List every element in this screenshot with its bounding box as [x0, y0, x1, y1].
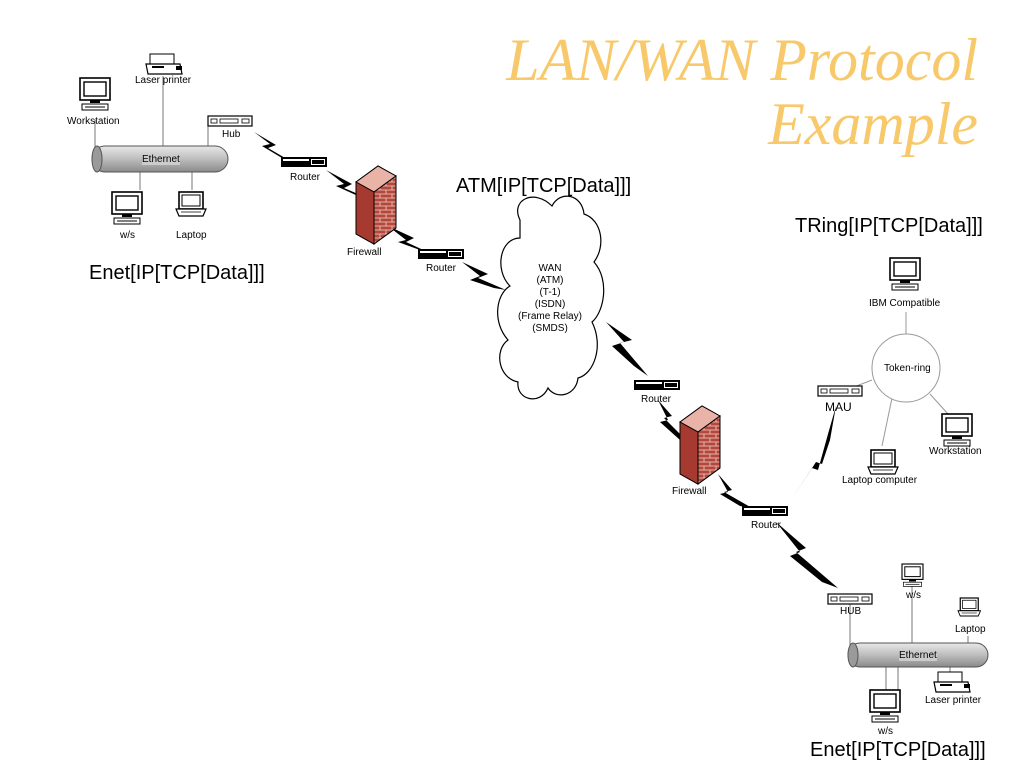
wan-label: WAN: [538, 263, 562, 274]
wan-label: (ATM): [536, 275, 564, 286]
encapsulation-label-atm: ATM[IP[TCP[Data]]]: [456, 175, 632, 197]
link-wan-router3: [606, 322, 648, 376]
workstation-label: Workstation: [67, 116, 120, 127]
page-title-line2: Example: [768, 91, 978, 157]
ibm-compatible-label: IBM Compatible: [869, 298, 941, 309]
encapsulation-label-token-ring: TRing[IP[TCP[Data]]]: [795, 215, 983, 237]
wan-cloud: [497, 195, 605, 400]
workstation-icon: [901, 563, 924, 587]
ws-label: w/s: [120, 230, 135, 241]
firewall-icon: [355, 165, 397, 245]
mau-icon: [817, 385, 863, 397]
encapsulation-label-top-left: Enet[IP[TCP[Data]]]: [89, 262, 265, 284]
wan-label: (Frame Relay): [518, 311, 582, 322]
router-label: Router: [290, 172, 321, 183]
page-title: LAN/WAN Protocol: [506, 27, 978, 93]
laptop-icon: [867, 449, 899, 475]
ibm-compatible-icon: [889, 257, 921, 291]
workstation-icon: [869, 689, 901, 723]
wan-label: (SMDS): [532, 323, 568, 334]
workstation-icon: [79, 77, 111, 111]
hub-icon: [827, 593, 873, 605]
wan-label: (T-1): [539, 287, 561, 298]
laser-printer-label: Laser printer: [135, 75, 192, 86]
workstation-label: Workstation: [929, 446, 982, 457]
laptop-computer-label: Laptop computer: [842, 475, 918, 486]
workstation-icon: [111, 191, 143, 225]
firewall-label: Firewall: [347, 247, 382, 258]
encapsulation-label-bottom-right: Enet[IP[TCP[Data]]]: [810, 739, 986, 761]
firewall-icon: [679, 405, 721, 485]
printer-icon: [145, 53, 183, 75]
wan-label: (ISDN): [534, 299, 566, 310]
link-firewall2-router4: [718, 474, 752, 508]
ethernet-label: Ethernet: [142, 154, 180, 165]
lightning-links: [254, 132, 838, 588]
link-router3-firewall2: [658, 400, 692, 446]
hub-icon: [207, 115, 253, 127]
link-router2-wan: [462, 262, 506, 290]
hub-label: Hub: [222, 129, 241, 140]
router-icon: [418, 249, 464, 259]
link-router4-hub: [776, 522, 838, 588]
ws-label: w/s: [878, 726, 893, 737]
link-router1-firewall1: [326, 170, 372, 200]
token-ring-label: Token-ring: [884, 363, 931, 374]
printer-icon: [933, 671, 971, 693]
router-label: Router: [641, 394, 672, 405]
router-label: Router: [751, 520, 782, 531]
link-firewall1-router2: [388, 226, 432, 254]
mau-label: MAU: [825, 400, 852, 414]
link-router4-mau: [790, 406, 836, 502]
router-icon: [281, 157, 327, 167]
hub-label: HUB: [840, 606, 862, 617]
laser-printer-label: Laser printer: [925, 695, 982, 706]
laptop-label: Laptop: [955, 624, 986, 635]
token-ring-network: [817, 257, 973, 475]
workstation-icon: [941, 413, 973, 447]
router-icon: [634, 380, 680, 390]
laptop-icon: [175, 191, 207, 217]
firewall-label: Firewall: [672, 486, 707, 497]
laptop-icon: [957, 597, 982, 617]
token-ring-circle: [871, 333, 941, 403]
ethernet-label: Ethernet: [899, 650, 937, 661]
router-label: Router: [426, 263, 457, 274]
wan-labels: WAN (ATM) (T-1) (ISDN) (Frame Relay) (SM…: [508, 263, 592, 335]
laptop-label: Laptop: [176, 230, 207, 241]
router-icon: [742, 506, 788, 516]
ws-label: w/s: [906, 590, 921, 601]
